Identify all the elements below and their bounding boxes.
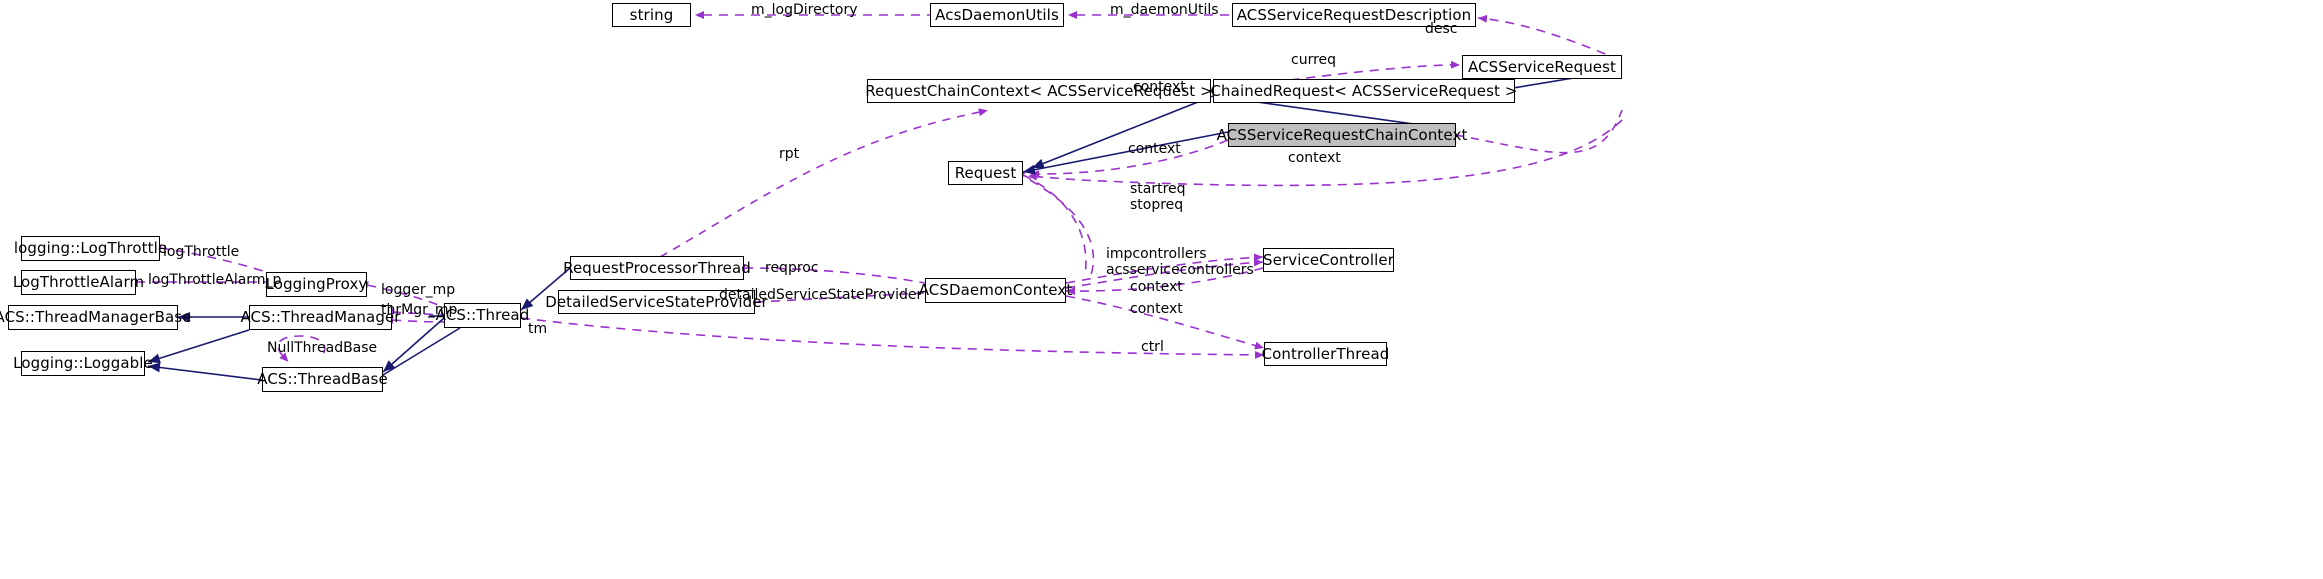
node-label: LogThrottleAlarm [12,273,145,291]
node-label: LoggingProxy [265,275,368,293]
node-acsservicerequestdescription[interactable]: ACSServiceRequestDescription [1232,3,1476,27]
edge-label-thrmgr-mp: thrMgr_mp [381,302,458,318]
node-label: ACS::Thread [435,306,530,324]
edge-label-m-daemonutils: m_daemonUtils [1110,2,1219,18]
node-label: ACS::ThreadBase [257,370,388,388]
node-acsdaemonutils[interactable]: AcsDaemonUtils [930,3,1064,27]
node-label: AcsDaemonUtils [935,5,1059,24]
node-acsservicerequest[interactable]: ACSServiceRequest [1462,55,1622,79]
node-detailedservicestateprovider[interactable]: DetailedServiceStateProvider [545,290,768,314]
node-logging-loggable[interactable]: Logging::Loggable [13,351,153,376]
node-servicecontroller[interactable]: ServiceController [1263,248,1394,272]
node-label: ServiceController [1263,250,1394,269]
edge-label-tm: tm [528,321,548,337]
edge-label-startreq-stopreq: startreq stopreq [1130,181,1186,214]
edge-label-reqproc: reqproc [765,260,819,276]
node-label: RequestChainContext< ACSServiceRequest > [865,81,1213,100]
node-label: DetailedServiceStateProvider [545,292,768,311]
node-acs-thread[interactable]: ACS::Thread [436,303,529,328]
node-controllerthread[interactable]: ControllerThread [1261,342,1390,366]
node-label: RequestProcessorThread [563,258,751,277]
node-label: Logging::Loggable [13,354,153,372]
node-request[interactable]: Request [948,161,1023,185]
node-label: ChainedRequest< ACSServiceRequest > [1210,81,1518,100]
node-requestprocessorthread[interactable]: RequestProcessorThread [563,256,751,280]
node-label: ACSServiceRequestDescription [1236,5,1472,24]
node-label: ACSServiceRequest [1467,57,1617,76]
node-acsservicerequestchaincontext[interactable]: ACSServiceRequestChainContext [1217,123,1467,147]
edge-label-logthrottlealarm-p: logThrottleAlarm_p [148,272,282,288]
node-logthrottlealarm[interactable]: LogThrottleAlarm [13,270,144,295]
edge-label-nullthreadbase: NullThreadBase [267,340,378,356]
edge-label-logthrottle: logThrottle [163,244,240,260]
edge-label-context-chaincontext: context [1128,141,1181,157]
edge-label-detailedservicestateprovider: detailedServiceStateProvider [719,287,923,303]
node-requestchaincontext[interactable]: RequestChainContext< ACSServiceRequest > [865,79,1213,103]
node-label: ControllerThread [1261,344,1390,363]
node-chainedrequest[interactable]: ChainedRequest< ACSServiceRequest > [1210,79,1518,103]
edge-label-context-chained: context [1133,79,1186,95]
node-acs-threadbase[interactable]: ACS::ThreadBase [257,367,388,392]
node-label: Request [954,163,1017,182]
node-loggingproxy[interactable]: LoggingProxy [266,272,367,297]
node-acsdaemoncontext[interactable]: ACSDaemonContext [919,278,1072,303]
node-acs-threadmanagerbase[interactable]: ACS::ThreadManagerBase [0,305,191,330]
edge-label-impcontrollers: impcontrollers acsservicecontrollers [1106,246,1254,279]
node-label: logging::LogThrottle [13,239,168,257]
node-label: ACS::ThreadManager [240,308,401,326]
node-logging-logthrottle[interactable]: logging::LogThrottle [14,236,167,261]
edge-label-ctrl: ctrl [1141,339,1164,355]
edge-label-context-right-2: context [1130,301,1183,317]
node-label: ACSServiceRequestChainContext [1216,125,1468,144]
node-label: string [629,5,674,24]
edge-label-curreq: curreq [1291,52,1337,68]
edge-label-logger-mp: logger_mp [381,282,456,298]
node-string[interactable]: string [612,3,691,27]
node-acs-threadmanager[interactable]: ACS::ThreadManager [240,305,400,330]
edge-label-m-logdirectory: m_logDirectory [751,2,858,18]
node-label: ACSDaemonContext [918,281,1073,299]
edge-label-context-right-1: context [1130,279,1183,295]
edge-label-desc: desc [1425,21,1458,37]
node-label: ACS::ThreadManagerBase [0,308,192,326]
inheritance-edges [147,69,1623,381]
edge-label-context-lower: context [1288,150,1341,166]
edge-label-rpt: rpt [779,146,800,162]
